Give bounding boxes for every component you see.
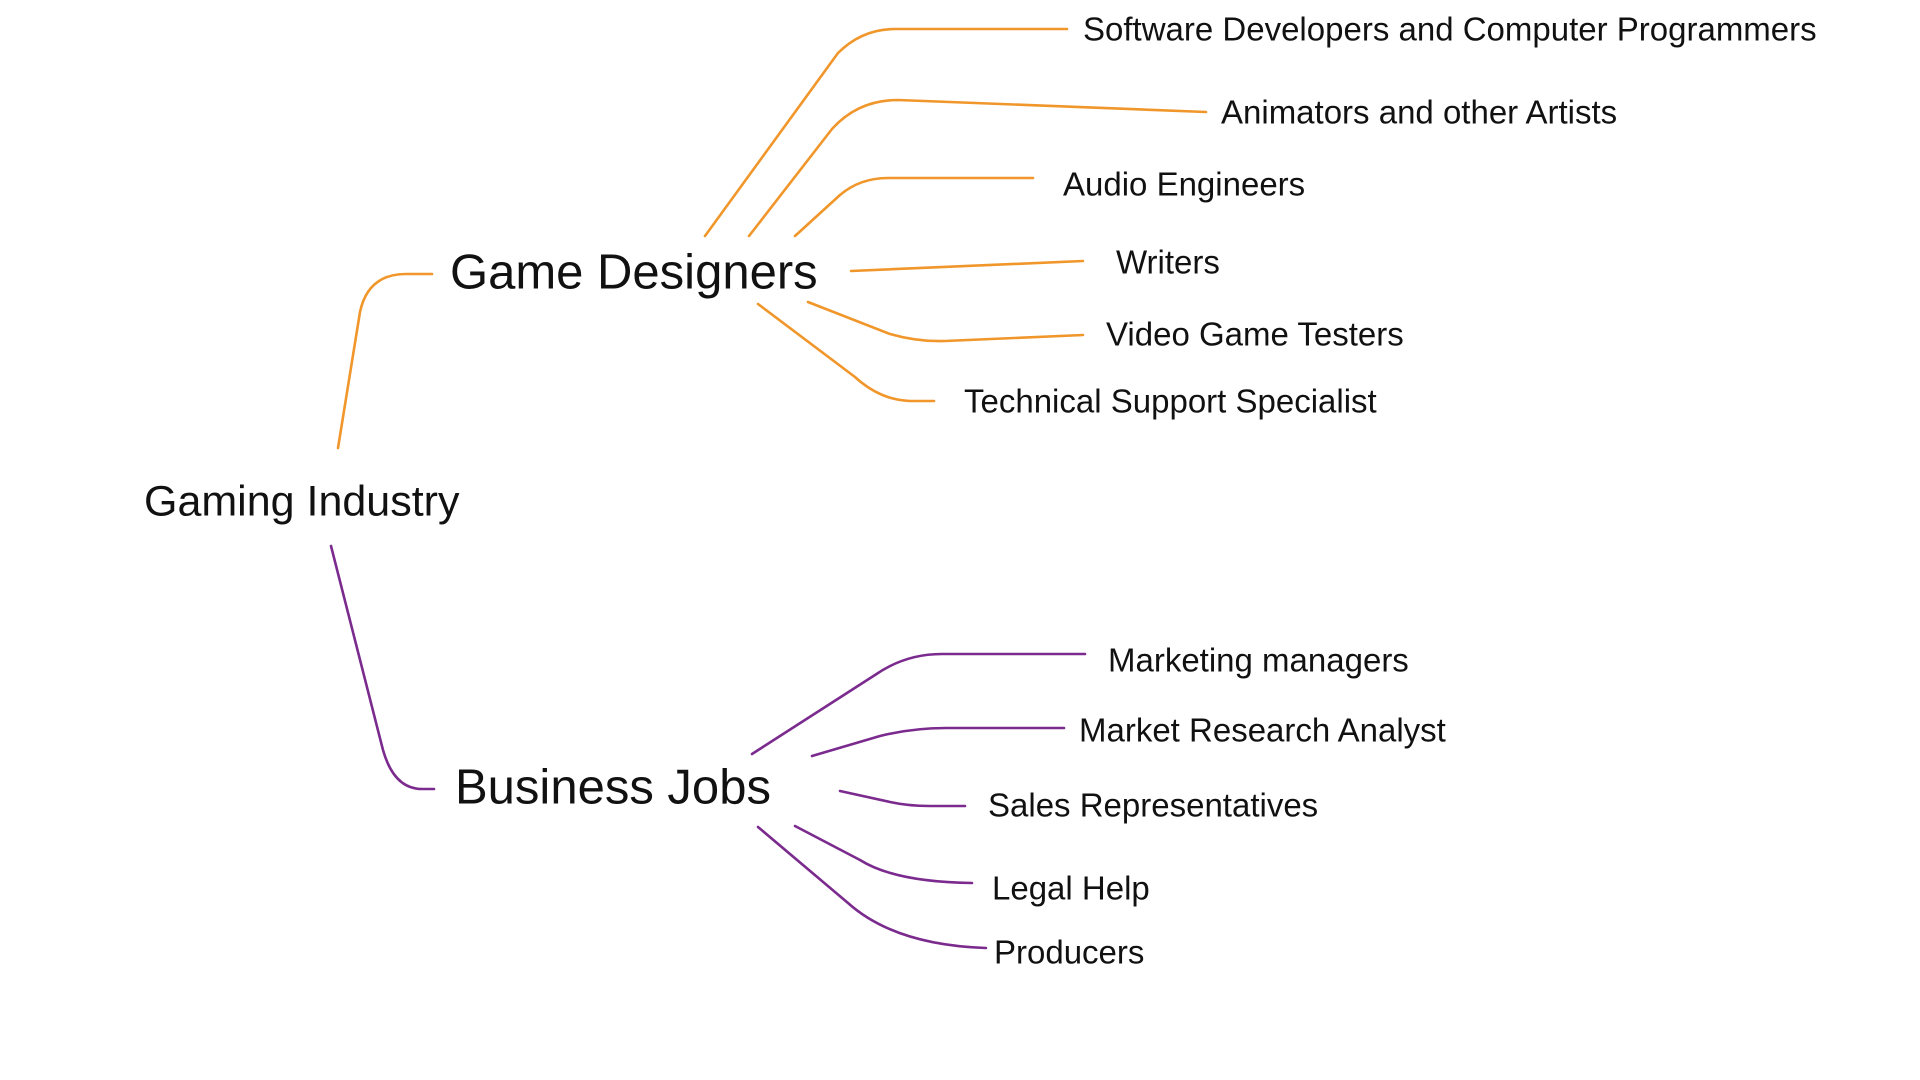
branch-node-game-designers: Game Designers xyxy=(450,245,818,300)
connector-root-to-business-jobs xyxy=(329,544,436,791)
leaf-node-legal-help: Legal Help xyxy=(992,869,1150,907)
leaf-node-animators: Animators and other Artists xyxy=(1221,93,1618,131)
connector-game-designers-to-technical-support xyxy=(756,302,936,403)
leaf-node-sales-representatives: Sales Representatives xyxy=(988,786,1319,824)
connector-business-jobs-to-producers xyxy=(756,825,988,950)
root-node-gaming-industry: Gaming Industry xyxy=(144,477,460,526)
connector-business-jobs-to-sales-representatives xyxy=(838,789,967,808)
connector-business-jobs-to-legal-help xyxy=(793,824,974,885)
connector-game-designers-to-audio-engineers xyxy=(793,176,1035,238)
leaf-node-market-research-analyst: Market Research Analyst xyxy=(1079,711,1446,749)
leaf-node-writers: Writers xyxy=(1116,243,1220,281)
branch-node-business-jobs: Business Jobs xyxy=(455,760,771,815)
connector-business-jobs-to-market-research-analyst xyxy=(810,726,1066,758)
connector-root-to-game-designers xyxy=(336,272,434,450)
connector-game-designers-to-software-developers xyxy=(703,27,1069,238)
leaf-node-marketing-managers: Marketing managers xyxy=(1108,641,1409,679)
leaf-node-producers: Producers xyxy=(994,933,1145,971)
leaf-node-technical-support: Technical Support Specialist xyxy=(964,382,1377,420)
connector-game-designers-to-animators xyxy=(747,98,1208,238)
connector-business-jobs-to-marketing-managers xyxy=(750,652,1087,756)
leaf-node-software-developers: Software Developers and Computer Program… xyxy=(1083,10,1817,48)
connector-game-designers-to-writers xyxy=(849,259,1085,273)
connector-game-designers-to-video-game-testers xyxy=(806,300,1085,343)
leaf-node-audio-engineers: Audio Engineers xyxy=(1063,165,1306,203)
leaf-node-video-game-testers: Video Game Testers xyxy=(1106,315,1404,353)
